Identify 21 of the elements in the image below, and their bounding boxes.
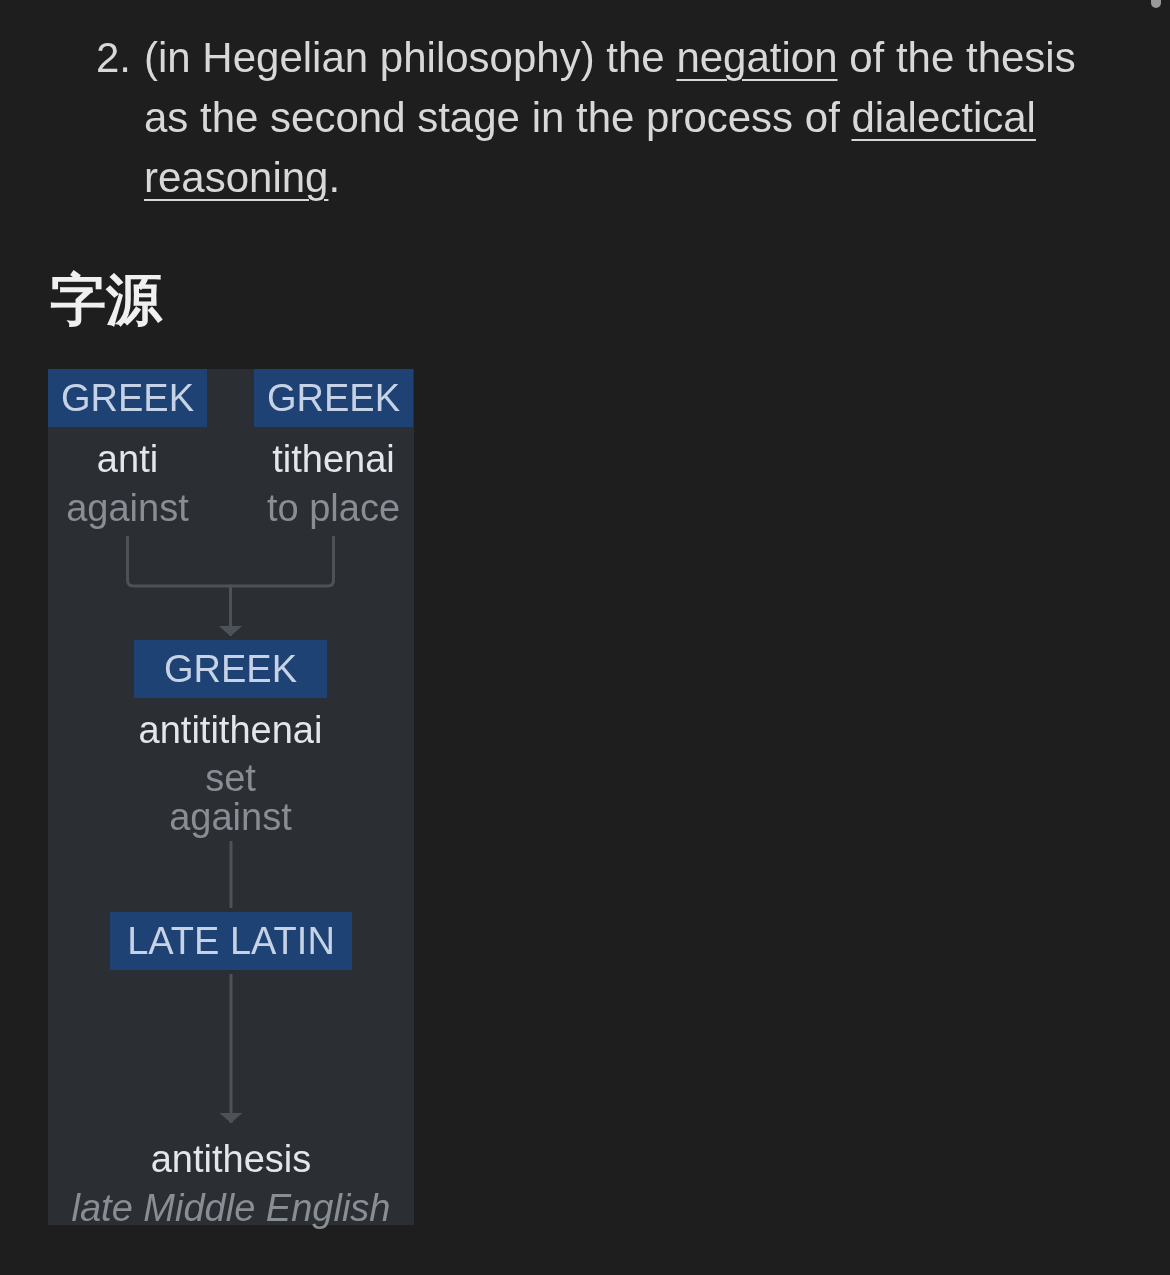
language-tag: GREEK	[48, 369, 207, 427]
word: antithesis	[150, 1137, 312, 1182]
gloss: to place	[266, 486, 401, 531]
arrow	[219, 974, 243, 1123]
word: tithenai	[272, 437, 395, 482]
period-label: late Middle English	[71, 1186, 391, 1230]
link: negation	[676, 34, 838, 81]
gloss: against	[66, 486, 189, 531]
link: dialectical	[851, 94, 1036, 141]
language-tag: GREEK	[254, 369, 413, 427]
word: anti	[96, 437, 159, 482]
gloss: set against	[168, 759, 293, 837]
section-heading: 字源	[50, 266, 162, 334]
language-tag: LATE LATIN	[110, 912, 352, 970]
connector-line	[229, 841, 233, 908]
word: antitithenai	[138, 708, 323, 753]
definition-text: (in Hegelian philosophy) the negation of the thesis as the second stage in the process of dialectical reasoning.	[144, 33, 1077, 203]
language-tag: GREEK	[134, 640, 327, 698]
arrow	[219, 536, 335, 636]
list-number: 2.	[96, 33, 132, 83]
link: reasoning	[144, 154, 329, 201]
